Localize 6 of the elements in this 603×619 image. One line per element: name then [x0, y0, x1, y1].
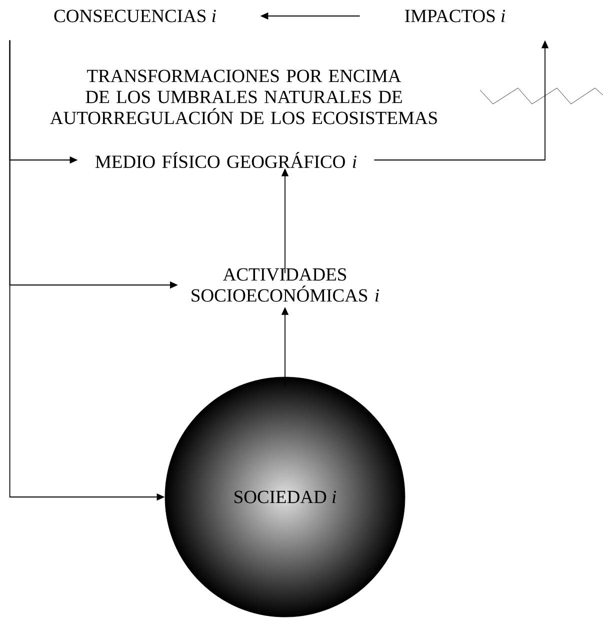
node-text: ACTIVIDADES SOCIOECONÓMICAS i: [192, 268, 379, 302]
label-text: TRANSFORMACIONES POR ENCIMA DE LOS UMBRALES NATURALES DE AUTORREGULACIÓN DE LOS ECOSISTEMAS: [50, 70, 437, 124]
node-text: IMPACTOS i: [405, 10, 506, 22]
node-text: CONSECUENCIAS i: [54, 10, 216, 22]
shaded-sphere: SOCIEDAD i: [164, 376, 406, 618]
node-text: MEDIO FÍSICO GEOGRÁFICO i: [95, 152, 356, 168]
